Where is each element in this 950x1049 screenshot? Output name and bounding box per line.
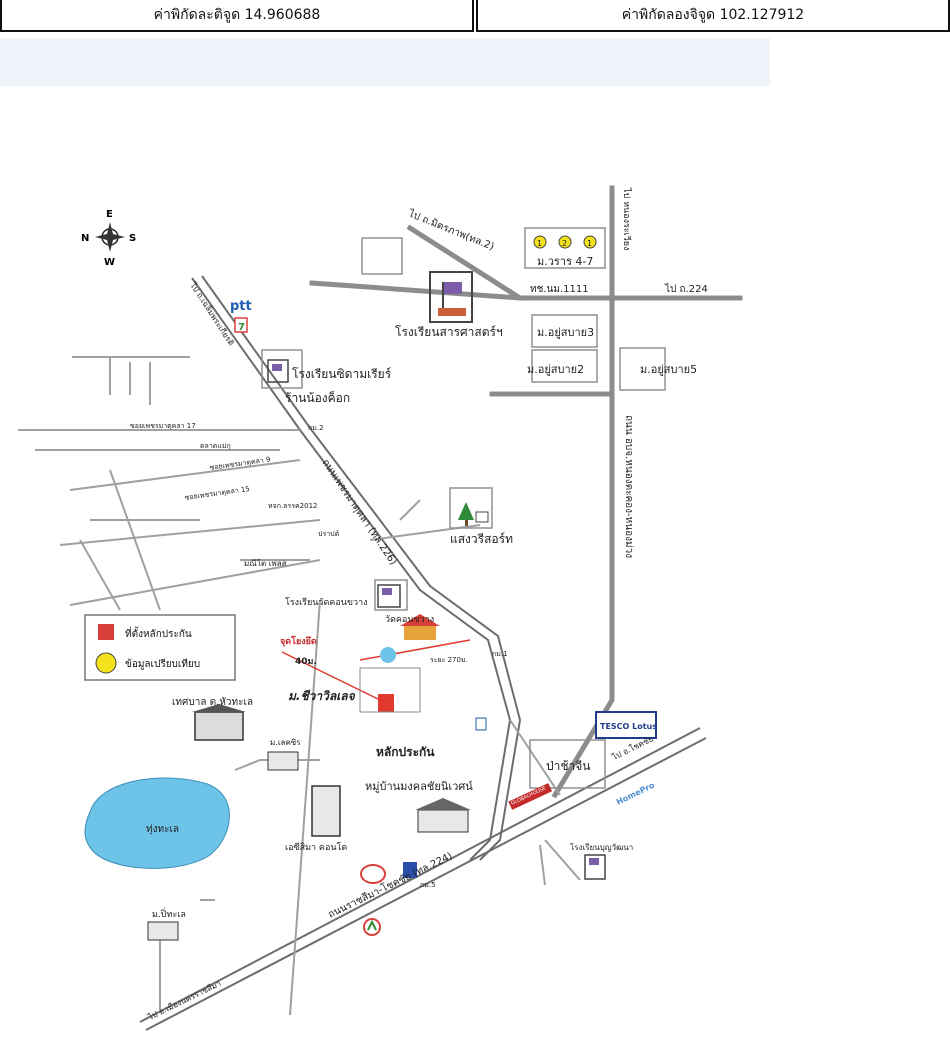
- label-nong-ta-khong: ถนน อบจ.หนองตะคอง-หนองม่วง: [623, 415, 634, 558]
- label-pa-sa-chin: ป่าช้าจีน: [546, 759, 590, 773]
- label-to-korat: ไป อ.เมืองนครราชสีมา: [146, 979, 222, 1022]
- label-sarasas: โรงเรียนสารศาสตร์ฯ: [395, 325, 503, 339]
- ptt-icon: [234, 317, 487, 731]
- road-224: [139, 727, 707, 1031]
- legend-collateral-label: ที่ตั้งหลักประกัน: [125, 626, 192, 640]
- label-municipal: เทศบาล ต.หัวทะเล: [172, 697, 253, 708]
- label-soi-9: ซอยเพชรมาตุคลา 9: [209, 456, 271, 472]
- label-to-224: ไป ถ.224: [664, 283, 708, 295]
- label-condo: เอซีสิมา คอนโด: [285, 842, 347, 853]
- kbank-icon: [363, 918, 381, 936]
- legend-box: ที่ตั้งหลักประกัน ข้อมูลเปรียบเทียบ: [84, 614, 236, 681]
- label-tor-nor-1111: ทช.นม.1111: [530, 284, 589, 295]
- compass-n: N: [81, 233, 89, 244]
- compass-w: W: [104, 257, 115, 268]
- compass-s: S: [129, 233, 136, 244]
- road-nong-ta-khong: [551, 185, 615, 799]
- label-nong-kho: ร้านน้องค็อก: [285, 390, 350, 405]
- label-to-mittraphap: ไป ถ.มิตรภาพ(ทล.2): [406, 207, 496, 253]
- bank-icon: [403, 862, 417, 878]
- scan-strip: [0, 38, 770, 86]
- label-yusabai5: ม.อยู่สบาย5: [640, 363, 697, 376]
- label-main-road: ถนนเพชรมาตุคลา (ทล.226): [320, 458, 399, 568]
- municipal-building-icon: [192, 704, 246, 741]
- esso-icon: [360, 864, 386, 884]
- label-bunyawat: โรงเรียนบุญวัฒนา: [570, 842, 633, 852]
- minor-roads: [18, 356, 581, 1016]
- label-km1: กม.1: [492, 650, 508, 658]
- longitude-value: ค่าพิกัดลองจิจูด 102.127912: [621, 7, 805, 23]
- compass-icon: E N S W: [81, 209, 136, 268]
- label-km2: กม.2: [308, 424, 324, 432]
- label-collateral: หลักประกัน: [376, 745, 435, 759]
- condo-icon: [311, 785, 341, 837]
- road-side: [309, 280, 523, 301]
- small-school-icon: [267, 359, 606, 880]
- label-talat: ตลาดแม่กุ: [200, 442, 231, 450]
- label-school-wittaya: โรงเรียนซิดามเรียร์: [292, 367, 392, 381]
- label-seven: 7: [238, 322, 245, 333]
- main-roads: [309, 185, 743, 799]
- label-soi-17: ซอยเพชรมาตุคลา 17: [130, 422, 196, 430]
- label-yusabai2: ม.อยู่สบาย2: [527, 363, 584, 376]
- houses-icon: [147, 751, 471, 941]
- map-canvas: 1 2 1 E N S W: [0, 38, 770, 1031]
- label-homepro: HomePro: [615, 780, 656, 806]
- label-wat-khon: วัดคอนขวาง: [385, 615, 434, 625]
- label-wat-khon-school: โรงเรียนวัดคอนขวาง: [285, 597, 368, 608]
- location-map[interactable]: 1 2 1 E N S W: [0, 34, 950, 1045]
- school-flag-icon: [429, 271, 473, 323]
- lake-shape: [84, 777, 230, 869]
- collateral-marker: [281, 639, 471, 713]
- label-moo-chai: ม.เลคซิร: [270, 738, 301, 747]
- legend-reference-label: ข้อมูลเปรียบเทียบ: [125, 658, 200, 670]
- coordinate-header: ค่าพิกัดละติจูด 14.960688 ค่าพิกัดลองจิจ…: [0, 0, 950, 34]
- label-varaporn: ม.วราร 4-7: [537, 255, 593, 268]
- map-labels: ไป ถ.มิตรภาพ(ทล.2) ไป หนองระเวียง ไป ถ.2…: [130, 187, 708, 1022]
- label-dist-40: 40ม.: [295, 657, 317, 667]
- tree-icon: [458, 502, 489, 526]
- label-manida: มณีโต เพลส: [244, 558, 287, 568]
- label-nong-rawiang: ไป หนองระเวียง: [621, 187, 632, 250]
- label-bnk-2012: หจก.ลรรค2012: [268, 502, 318, 510]
- marker-1: 1: [537, 239, 542, 248]
- marker-3: 1: [587, 239, 592, 248]
- label-dist-270: ระยะ 270ม.: [430, 656, 468, 664]
- label-project: ม.ชีวาวิลเลจ: [288, 689, 356, 703]
- road-226: [191, 275, 522, 861]
- compass-e: E: [106, 209, 113, 220]
- label-sun-wat: ปราปต์: [318, 530, 340, 538]
- building-boxes: [261, 227, 666, 789]
- globalhouse-icon: [508, 783, 553, 810]
- tesco-icon: [595, 711, 657, 739]
- label-km5: กม.5: [420, 881, 436, 889]
- temple-icon: [400, 614, 440, 640]
- label-soi-15: ซอยเพชรมาตุคลา 15: [184, 485, 250, 502]
- label-village-mongkol: หมู่บ้านมงคลชัยนิเวศน์: [365, 780, 473, 793]
- latitude-value: ค่าพิกัดละติจูด 14.960688: [153, 7, 321, 23]
- reference-markers: 1 2 1: [533, 235, 597, 249]
- label-saeng-resort: แสงวรีสอร์ท: [450, 532, 513, 546]
- label-lake: ทุ่งทะเล: [146, 824, 179, 835]
- label-parking: จุดโยงยึด: [280, 635, 317, 647]
- longitude-cell: ค่าพิกัดลองจิจูด 102.127912: [476, 0, 950, 32]
- label-ptt: ptt: [230, 299, 252, 314]
- marker-2: 2: [562, 239, 567, 248]
- label-tesco: TESCO Lotus: [600, 722, 657, 731]
- label-yusabai3: ม.อยู่สบาย3: [537, 326, 594, 339]
- label-moo-pita: ม.ปิ่ทะเล: [152, 907, 186, 920]
- latitude-cell: ค่าพิกัดละติจูด 14.960688: [0, 0, 474, 32]
